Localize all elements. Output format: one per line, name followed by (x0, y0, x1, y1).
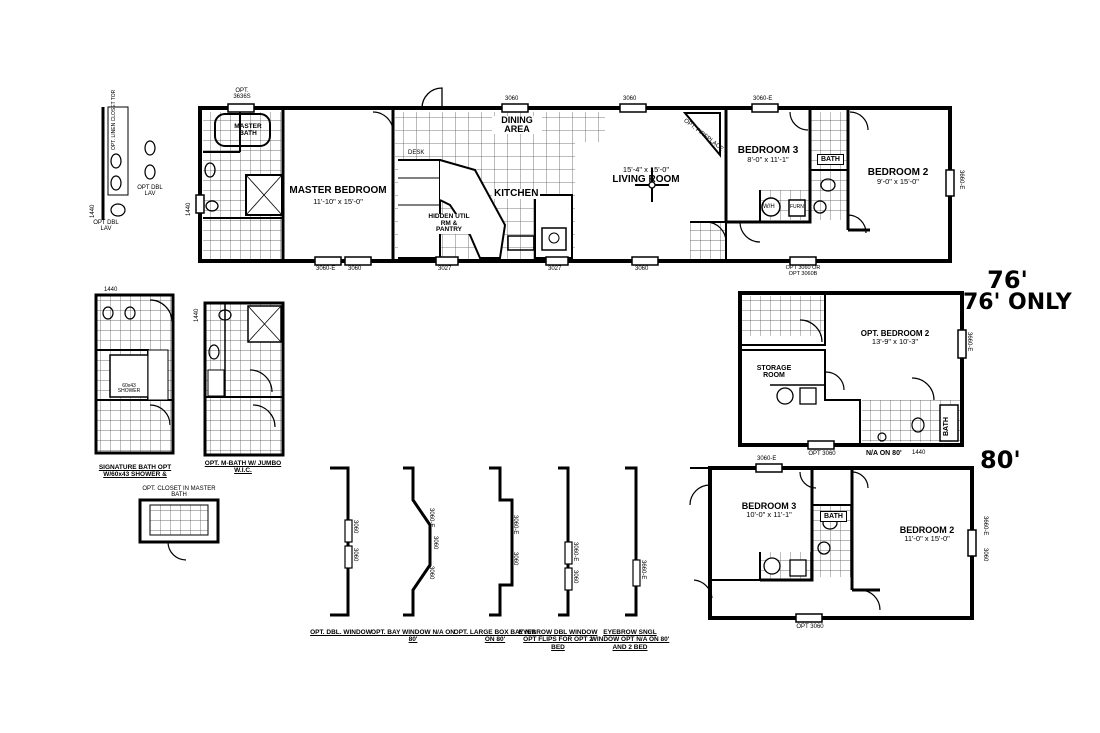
plan-76-window-3660e: 3660-E (966, 332, 972, 352)
plan-76-bath-label: BATH (943, 417, 950, 436)
plan-80-bedroom2-dims: 11'-0" x 15'-0" (904, 534, 950, 543)
main-floor-plan (195, 87, 955, 266)
window-3027-a: 3027 (438, 266, 452, 272)
window-code: 3060 (352, 548, 358, 562)
kitchen-label: KITCHEN (492, 188, 541, 199)
signature-bath-caption: SIGNATURE BATH OPT W/60x43 SHOWER & (98, 464, 172, 479)
plan-76-bedroom-dims: 13'-9" x 10'-3" (871, 337, 919, 346)
window-3027-b: 3027 (548, 266, 562, 272)
window-code: 3060 (352, 520, 358, 534)
window-3060-b: 3060 (623, 96, 637, 102)
plan-80-window-3060: 3060 (982, 548, 988, 562)
master-bath-label: MASTER BATH (234, 123, 262, 137)
plan-76-bedroom-label: OPT. BEDROOM 2 13'-9" x 10'-3" (855, 330, 935, 346)
bedroom3-name: BEDROOM 3 (737, 145, 799, 156)
window-3060-bottom2: 3060 (635, 266, 649, 272)
wh-label: W/H (763, 204, 775, 210)
plan-80-badge: 80' (980, 446, 1021, 474)
m-bath-option (203, 301, 285, 457)
living-room-dims: 15'-4" x 15'-0" (622, 165, 670, 174)
window-code: 3060-E (428, 508, 434, 528)
plan-76-only: 76' ONLY (963, 290, 1072, 315)
dbl-lav-label: OPT DBL LAV (137, 185, 163, 197)
dining-tile (395, 112, 575, 162)
lav-options (101, 106, 156, 220)
signature-bath-option (94, 293, 175, 455)
plan-80-bedroom3-name: BEDROOM 3 (741, 501, 797, 511)
window-options (330, 466, 641, 617)
window-3060e-bottom: 3060-E (316, 266, 336, 272)
plan-80-bedroom3-label: BEDROOM 3 10'-0" x 11'-1" (727, 502, 811, 519)
plan-76 (738, 291, 967, 450)
closet-option (138, 498, 220, 561)
master-bedroom-label: MASTER BEDROOM 11'-10" x 15'-0" (284, 186, 392, 206)
bedroom2-name: BEDROOM 2 (867, 167, 929, 178)
plan-76-bedroom-name: OPT. BEDROOM 2 (860, 329, 930, 338)
window-3060-a: 3060 (505, 96, 519, 102)
bedroom3-label: BEDROOM 3 8'-0" x 11'-1" (728, 146, 808, 164)
furn-label: FURN (790, 204, 804, 210)
window-option-caption-5: EYEBROW SNGL WINDOW OPT N/A ON 80' AND 2… (590, 629, 670, 651)
plan-80 (689, 463, 977, 623)
window-1440-sig: 1440 (104, 287, 118, 293)
bedroom3-dims: 8'-0" x 11'-1" (747, 155, 789, 164)
window-opt-bottom: OPT 3060 OR OPT 3060B (785, 265, 821, 277)
bay-window-wall (403, 466, 432, 617)
closet-caption: OPT. CLOSET IN MASTER BATH (142, 486, 216, 498)
window-option-caption-1: OPT. DBL. WINDOW (310, 629, 372, 636)
window-code: 3660-E (640, 560, 646, 580)
linen-option-label: OPT. LINEN CLOSET TOR (111, 89, 117, 150)
m-bath-caption: OPT. M-BATH W/ JUMBO W.I.C. (204, 460, 282, 475)
window-3660e-right: 3660-E (958, 170, 964, 190)
window-code: 3060 (428, 566, 434, 580)
util-room-label: HIDDEN UTIL RM & PANTRY (427, 213, 471, 234)
living-room-name: LIVING ROOM (612, 173, 680, 185)
box-bay-wall (489, 466, 514, 617)
plan-76-badge: 76' (987, 266, 1028, 294)
window-3636s: OPT. 3636S (233, 88, 251, 100)
plan-80-bedroom2-name: BEDROOM 2 (899, 525, 955, 535)
plan-80-bath-label: BATH (820, 511, 847, 522)
dbl-lav-label-2: OPT DBL LAV (93, 220, 119, 232)
window-1440-left: 1440 (186, 202, 192, 216)
window-option-caption-2: OPT. BAY WINDOW N/A ON 80' (371, 629, 455, 644)
plan-76-note: N/A ON 80' (866, 450, 902, 457)
master-bedroom-name: MASTER BEDROOM (289, 185, 387, 196)
window-code: 3060-E (572, 542, 578, 562)
window-1440-side: 1440 (90, 204, 96, 218)
window-code: 3060 (432, 536, 438, 550)
bedroom2-label: BEDROOM 2 9'-0" x 15'-0" (858, 168, 938, 186)
window-code: 3060-E (512, 515, 518, 535)
plan-76-window-opt: OPT 3060 (808, 451, 836, 457)
bath-label: BATH (817, 154, 844, 165)
storage-room-label: STORAGE ROOM (756, 365, 792, 379)
window-option-caption-3: OPT. LARGE BOX BAY N/A ON 80' (453, 629, 537, 644)
desk-label: DESK (408, 150, 425, 156)
bedroom2-dims: 9'-0" x 15'-0" (877, 177, 919, 186)
dining-area-label: DINING AREA (492, 116, 542, 134)
window-option-caption-4: EYEBROW DBL WINDOW OPT FLIPS FOR OPT 2 B… (518, 629, 598, 651)
living-room-label: 15'-4" x 15'-0" LIVING ROOM (606, 166, 686, 185)
window-1440-mbath: 1440 (194, 308, 200, 322)
plan-80-window-3660e: 3660-E (982, 516, 988, 536)
window-code: 3060 (512, 552, 518, 566)
plan-76-window-1440: 1440 (912, 450, 926, 456)
window-3060-bottom: 3060 (348, 266, 362, 272)
master-bedroom-dims: 11'-10" x 15'-0" (313, 197, 363, 206)
plan-80-window-opt: OPT 3060 (796, 624, 824, 630)
window-code: 3060 (572, 570, 578, 584)
eyebrow-sngl-wall (625, 466, 638, 617)
plan-80-bedroom3-dims: 10'-0" x 11'-1" (746, 510, 792, 519)
plan-80-bedroom2-label: BEDROOM 2 11'-0" x 15'-0" (884, 526, 970, 543)
shower-label: 60x43 SHOWER (117, 383, 141, 394)
window-3060e-top: 3060-E (753, 96, 773, 102)
plan-80-window-3060e: 3060-E (757, 456, 777, 462)
